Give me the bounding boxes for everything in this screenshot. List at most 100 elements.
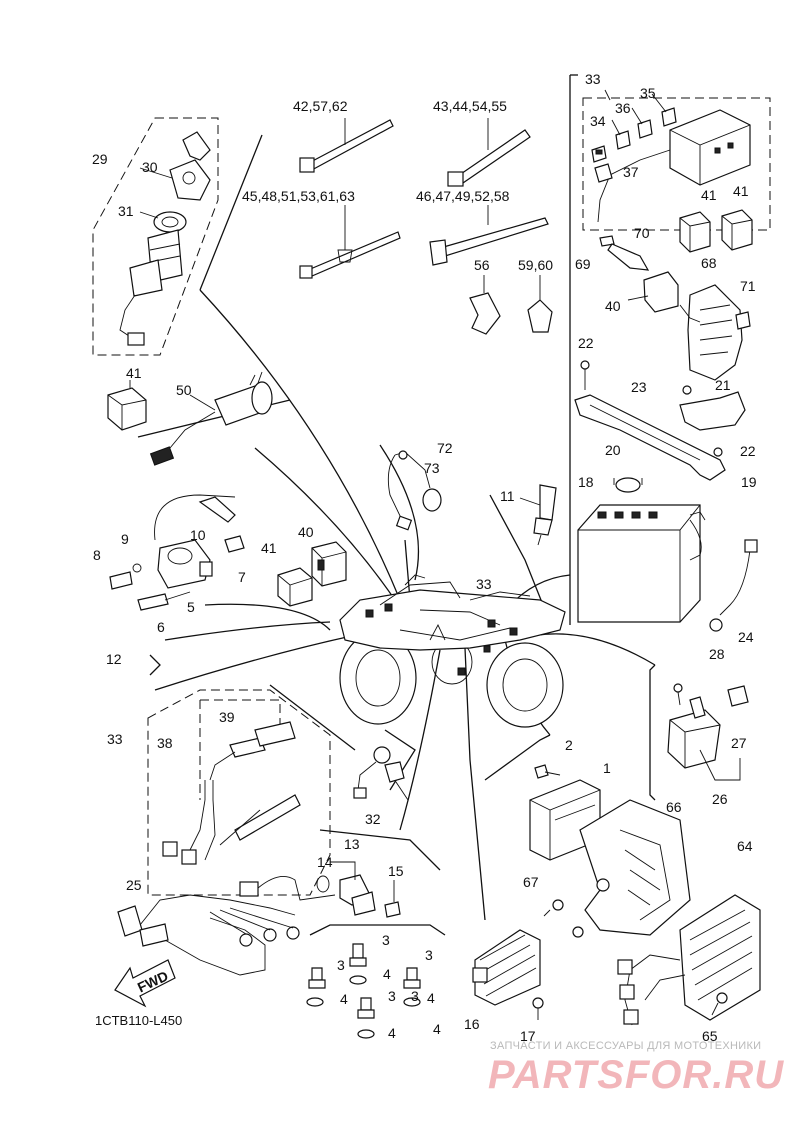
atv-vehicle	[339, 574, 566, 728]
callout-25: 25	[126, 877, 142, 893]
callout-65: 65	[702, 1028, 718, 1044]
fuse-box-33-37	[591, 89, 751, 223]
callout-36: 36	[615, 100, 631, 116]
callout-72: 72	[437, 440, 453, 456]
callout-4: 4	[427, 990, 435, 1006]
callout-31: 31	[118, 203, 134, 219]
callout-70: 70	[634, 225, 650, 241]
callout-15: 15	[388, 863, 404, 879]
callout-73: 73	[424, 460, 440, 476]
watermark-tagline: ЗАПЧАСТИ И АКСЕССУАРЫ ДЛЯ МОТОТЕХНИКИ	[490, 1040, 761, 1052]
control-unit-1	[529, 764, 601, 861]
dashed-group-boxes	[92, 97, 771, 896]
callout-33: 33	[585, 71, 601, 87]
callout-56: 56	[474, 257, 490, 273]
callout-4: 4	[388, 1025, 396, 1041]
main-switch-assembly	[119, 131, 211, 346]
callout-23: 23	[631, 379, 647, 395]
rectifier-64	[617, 894, 761, 1026]
callout-band-42-57-62: 42,57,62	[293, 98, 348, 114]
callout-33: 33	[476, 576, 492, 592]
relays-40-41	[277, 541, 347, 607]
callout-band-45-48-51-53-61-63: 45,48,51,53,61,63	[242, 188, 355, 204]
callout-69: 69	[575, 256, 591, 272]
callout-7: 7	[238, 569, 246, 585]
sub-harness-38	[162, 721, 301, 865]
callout-16: 16	[464, 1016, 480, 1032]
callout-30: 30	[142, 159, 158, 175]
watermark-logo: PARTSFOR.RU	[488, 1053, 784, 1097]
relay-41-left	[107, 380, 147, 431]
callout-64: 64	[737, 838, 753, 854]
component-50	[149, 371, 273, 466]
callout-29: 29	[92, 151, 108, 167]
callout-18: 18	[578, 474, 594, 490]
callout-50: 50	[176, 382, 192, 398]
callout-19: 19	[741, 474, 757, 490]
callout-39: 39	[219, 709, 235, 725]
callout-41: 41	[126, 365, 142, 381]
callout-3: 3	[337, 957, 345, 973]
cable-bands	[299, 118, 553, 335]
callout-32: 32	[365, 811, 381, 827]
callout-26: 26	[712, 791, 728, 807]
callout-6: 6	[157, 619, 165, 635]
callout-20: 20	[605, 442, 621, 458]
sensor-13	[239, 861, 401, 918]
callout-24: 24	[738, 629, 754, 645]
callout-71: 71	[740, 278, 756, 294]
fwd-arrow-icon: FWD	[114, 959, 176, 1008]
callout-13: 13	[344, 836, 360, 852]
battery-18	[577, 504, 758, 632]
ignition-coil-group	[109, 494, 245, 611]
callout-38: 38	[157, 735, 173, 751]
callout-66: 66	[666, 799, 682, 815]
callout-22: 22	[578, 335, 594, 351]
sensor-72-73	[387, 450, 442, 531]
callout-4: 4	[433, 1021, 441, 1037]
callout-5: 5	[187, 599, 195, 615]
callout-22: 22	[740, 443, 756, 459]
callout-67: 67	[523, 874, 539, 890]
callout-3: 3	[388, 988, 396, 1004]
callout-3: 3	[411, 988, 419, 1004]
callout-11: 11	[500, 488, 515, 504]
callout-2: 2	[565, 737, 573, 753]
callout-band-43-44-54-55: 43,44,54,55	[433, 98, 507, 114]
callout-40: 40	[605, 298, 621, 314]
group-boundaries	[137, 74, 656, 936]
fwd-label: FWD	[135, 968, 171, 996]
callout-28: 28	[709, 646, 725, 662]
starter-relay-26-28	[667, 683, 749, 781]
callout-27: 27	[731, 735, 747, 751]
callout-21: 21	[715, 377, 731, 393]
callout-14: 14	[317, 854, 333, 870]
sensor-32	[353, 746, 409, 801]
callout-37: 37	[623, 164, 639, 180]
callout-8: 8	[93, 547, 101, 563]
callout-4: 4	[383, 966, 391, 982]
watermark: ЗАПЧАСТИ И АКСЕССУАРЫ ДЛЯ МОТОТЕХНИКИ PA…	[488, 1040, 784, 1097]
callout-17: 17	[520, 1028, 536, 1044]
battery-bracket-19-23	[574, 360, 746, 493]
callout-4: 4	[340, 991, 348, 1007]
callout-3: 3	[425, 947, 433, 963]
callout-41: 41	[733, 183, 749, 199]
regulator-16	[472, 899, 564, 1020]
callout-12: 12	[106, 651, 122, 667]
callout-9: 9	[121, 531, 129, 547]
callout-3: 3	[382, 932, 390, 948]
bracket-68-71	[599, 235, 751, 381]
callout-band-46-47-49-52-58: 46,47,49,52,58	[416, 188, 510, 204]
callout-40: 40	[298, 524, 314, 540]
cable-25	[117, 894, 300, 976]
relays-41-right	[679, 209, 753, 253]
callout-10: 10	[190, 527, 206, 543]
bracket-66	[572, 799, 691, 938]
callout-labels: 1 2 3 3 3 3 3 4 4 4 4 4 5 6 7 8 9 10 11 …	[92, 71, 757, 1044]
component-11	[519, 484, 557, 546]
callout-35: 35	[640, 85, 656, 101]
fasteners-3-4	[306, 943, 421, 1039]
callout-41: 41	[261, 540, 277, 556]
